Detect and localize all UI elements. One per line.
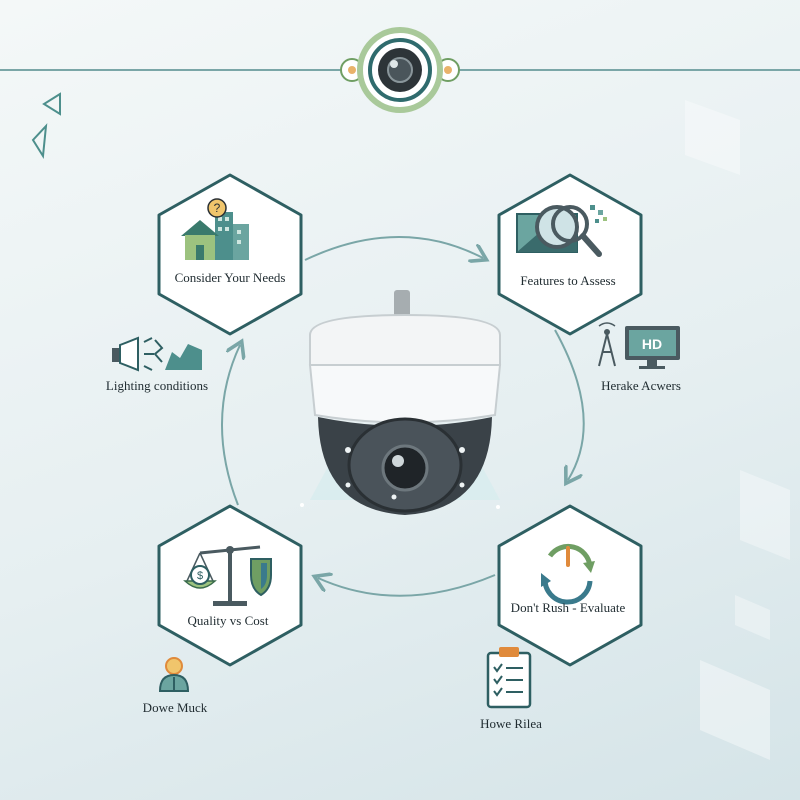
step-label-features-assess: Features to Assess [520,273,616,288]
hex-dont-rush [497,504,643,667]
svg-text:HD: HD [642,336,662,352]
hex-quality-cost: $ [157,504,303,667]
note-label-lighting: Lighting conditions [105,378,209,393]
camera-lens-badge-icon [357,27,443,113]
circular-arrows-icon [541,544,595,605]
magnifier-image-icon [516,205,607,257]
figure-icon [158,657,190,692]
clipboard-checklist-icon [486,647,532,709]
note-label-dowe-muck: Dowe Muck [142,700,208,715]
decor-triangles [31,92,61,160]
hd-monitor-antenna-icon: HD [598,322,680,369]
hex-features-assess [497,173,643,336]
house-buildings-question-icon: ? [181,198,249,260]
svg-text:$: $ [197,570,203,582]
svg-text:?: ? [214,201,221,215]
hex-consider-needs: ? [157,173,303,336]
note-label-howe-rilea: Howe Rilea [480,716,542,731]
scale-shield-icon: $ [183,545,272,606]
step-label-quality-cost: Quality vs Cost [187,613,269,628]
step-label-dont-rush: Don't Rush - Evaluate [510,600,626,615]
step-label-consider-needs: Consider Your Needs [174,270,286,285]
spotlight-icon [112,336,202,372]
header-bar [0,27,800,113]
dome-security-camera-icon [300,290,502,515]
note-label-herake: Herake Acwers [601,378,681,393]
